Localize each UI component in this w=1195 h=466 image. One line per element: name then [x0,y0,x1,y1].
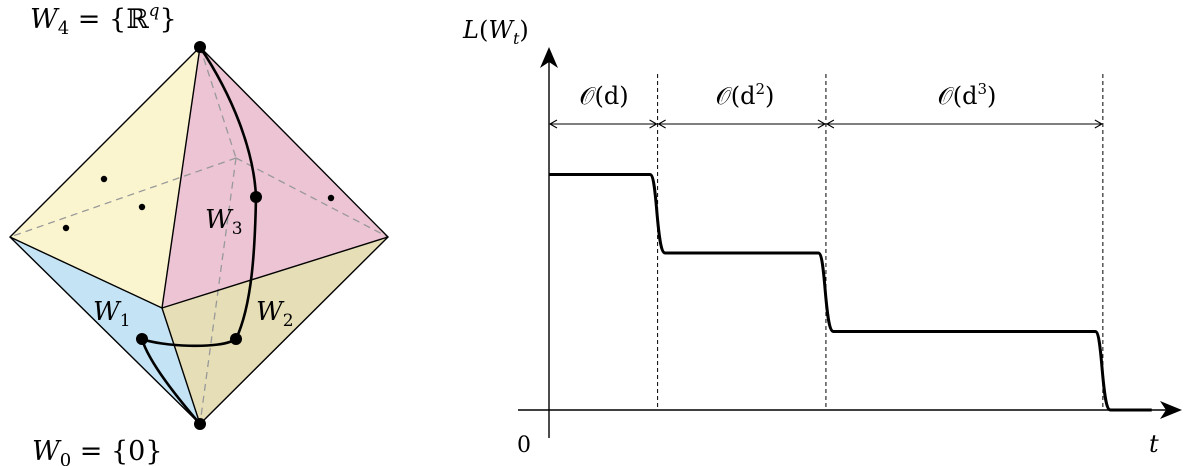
interval-label-1: 𝒪(d) [579,82,628,110]
interval-label-3: 𝒪(d3) [938,80,997,110]
octahedron-diagram: W4 = {ℝq} W0 = {0} W1 W2 W3 [9,1,389,466]
loss-plot: 𝒪(d) 𝒪(d2) 𝒪(d3) L(Wt) t 0 [462,16,1182,458]
point-w1-dot [136,333,148,345]
interval-arrow-3 [825,119,1103,129]
vertex-w4-dot [194,41,206,53]
interval-arrow-2 [657,119,827,129]
point-w3-dot [250,191,262,203]
face-pink [162,47,388,308]
interval-label-2: 𝒪(d2) [716,80,775,110]
origin-label: 0 [517,433,531,458]
w3-label: W3 [205,205,243,239]
y-axis-arrowhead [540,47,558,68]
loss-curve [549,173,1152,412]
interval-arrow-1 [548,119,658,129]
w1-label: W1 [93,297,131,331]
w2-label: W2 [256,297,294,331]
face-olive [162,237,388,424]
x-axis-arrowhead [1160,401,1182,419]
point-w2-dot [230,333,242,345]
y-axis-label: L(Wt) [462,16,529,48]
transition-markers [657,74,1104,410]
learning-path [140,46,258,425]
x-axis-label: t [1149,430,1159,458]
bottom-vertex-label: W0 = {0} [32,436,163,466]
sample-points [62,175,335,232]
top-vertex-label: W4 = {ℝq} [30,1,177,39]
vertex-w0-dot [194,418,206,430]
interval-arrows [548,119,1103,129]
